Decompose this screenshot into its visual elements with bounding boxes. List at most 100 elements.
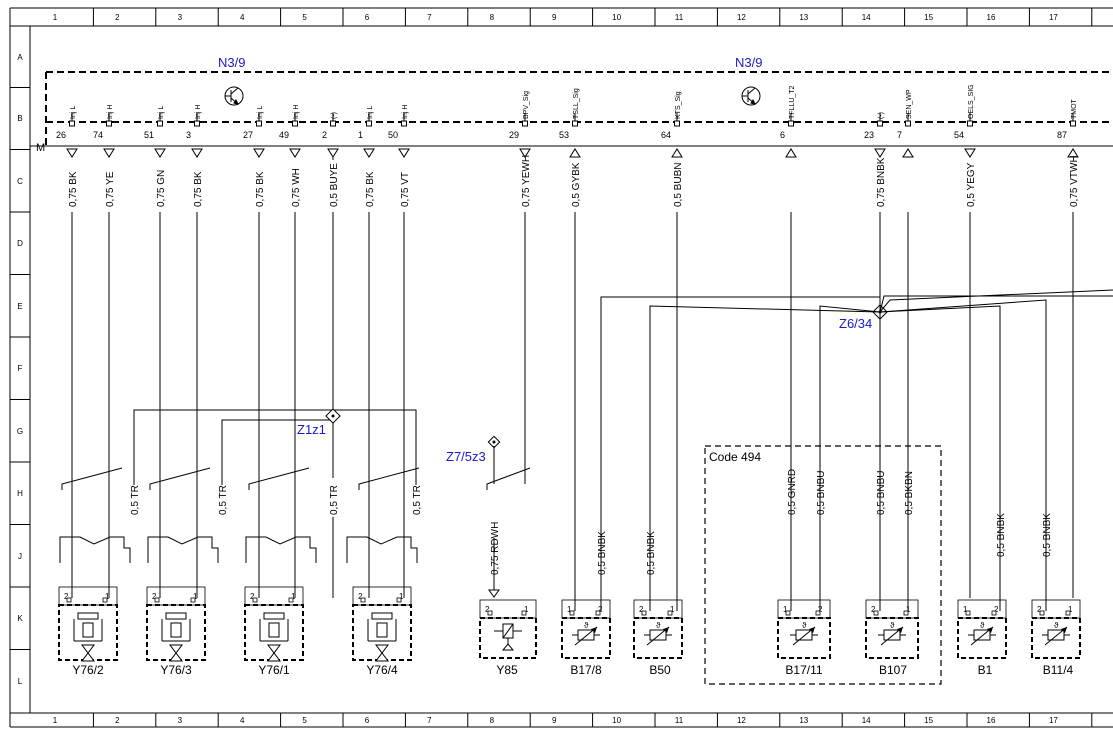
shield-line xyxy=(486,467,531,490)
wire-label: 0,5 BUYE xyxy=(329,163,340,207)
connector-pin xyxy=(674,120,680,127)
temperature-symbol: ϑ xyxy=(890,621,895,630)
grid-row-label: B xyxy=(17,114,22,123)
grid-row-label: J xyxy=(18,552,22,561)
grid-column-label: 9 xyxy=(552,716,557,725)
pin-signal-label: Inj H xyxy=(402,105,409,119)
grid-column-label: 3 xyxy=(178,13,183,22)
wire-segment xyxy=(879,305,1001,598)
arrow-out-icon xyxy=(488,589,500,598)
temperature-symbol: ϑ xyxy=(1054,621,1059,630)
connector-pin xyxy=(572,120,578,127)
arrow-out-icon xyxy=(191,148,203,158)
connector-pin xyxy=(106,120,112,127)
connector-pin xyxy=(905,120,911,127)
grid-row-label: A xyxy=(17,53,23,62)
component-pin xyxy=(785,610,791,616)
pin-number: 53 xyxy=(559,130,569,140)
option-box-label: Code 494 xyxy=(709,450,761,464)
component-pin-number: 2 xyxy=(152,592,157,601)
wire-label: 0,75 BK xyxy=(193,171,204,207)
grid-labels: 1122334455667788991010111112121313141415… xyxy=(10,8,1093,727)
wire-label: 0,75 WH xyxy=(291,168,302,207)
valve-icon xyxy=(501,643,515,651)
pin-signal-label: TFLLU_T2 xyxy=(789,85,796,119)
connector-pin xyxy=(256,120,262,127)
wire-label: 0,5 BNBK xyxy=(996,513,1007,557)
arrow-head xyxy=(897,627,903,633)
grid-column-label: 16 xyxy=(987,13,996,22)
component-label: Y76/2 xyxy=(72,663,104,677)
component-body xyxy=(633,617,683,659)
valve-icon xyxy=(81,644,95,654)
pin-number: 23 xyxy=(864,130,874,140)
component-pin xyxy=(288,597,294,603)
arrow-out-icon xyxy=(363,148,375,158)
arrow-out-icon xyxy=(398,148,410,158)
component-label: Y76/1 xyxy=(258,663,290,677)
wire-segment xyxy=(879,289,1113,313)
arrow-out-icon xyxy=(519,148,531,158)
wire-segment xyxy=(649,305,881,598)
grid-column-label: 4 xyxy=(240,716,245,725)
grid-column-label: 6 xyxy=(365,716,370,725)
diagram-frame xyxy=(9,7,1113,728)
splice-label-z1z1: Z1z1 xyxy=(297,422,326,437)
component-label: B1 xyxy=(978,663,993,677)
component-pin xyxy=(873,610,879,616)
component-body xyxy=(1031,617,1081,659)
wire-label: 0,5 GNRD xyxy=(787,469,798,515)
component-body xyxy=(865,617,919,659)
grid-row-label: L xyxy=(18,677,23,686)
arrow-out-icon xyxy=(103,148,115,158)
splice-dot xyxy=(331,414,335,418)
valve-icon xyxy=(169,652,183,662)
pin-signal-label: BPV_Sig xyxy=(523,91,530,119)
arrow-in-icon xyxy=(671,148,683,158)
grid-column-label: 13 xyxy=(799,716,808,725)
connector-pin xyxy=(157,120,163,127)
connector-pin xyxy=(401,120,407,127)
wire-label: 0,75 BK xyxy=(68,171,79,207)
grid-column-label: 1 xyxy=(53,13,58,22)
grid-column-label: 15 xyxy=(924,716,933,725)
component-pin-number: 1 xyxy=(399,592,404,601)
component-label: B17/8 xyxy=(570,663,602,677)
component-pin xyxy=(1065,610,1071,616)
grid-column-label: 14 xyxy=(862,13,871,22)
grid-column-label: 12 xyxy=(737,13,746,22)
wire-label: 0,5 YEGY xyxy=(966,162,977,207)
pin-number: 6 xyxy=(780,130,785,140)
component-pin-number: 2 xyxy=(994,605,999,614)
pin-number: 1 xyxy=(358,130,363,140)
ground-label: M xyxy=(36,142,45,154)
pin-signal-label: Inj L xyxy=(158,106,165,119)
pin-number: 49 xyxy=(279,130,289,140)
temperature-symbol: ϑ xyxy=(802,621,807,630)
grid-row-label: E xyxy=(17,302,22,311)
control-unit-box xyxy=(30,71,1113,147)
pin-number: 7 xyxy=(897,130,902,140)
wire-label: 0,75 BK xyxy=(365,171,376,207)
component-pin-number: 2 xyxy=(250,592,255,601)
arrow-out-icon xyxy=(327,148,339,158)
solenoid-icon xyxy=(165,612,187,620)
wire-label: 0,75 VT xyxy=(400,172,411,207)
grid-column-label: 10 xyxy=(612,13,621,22)
shield-line xyxy=(248,467,310,490)
component-pin xyxy=(595,610,601,616)
pin-number: 50 xyxy=(388,130,398,140)
connector-pin xyxy=(967,120,973,127)
pin-signal-label: (-) xyxy=(878,112,885,119)
grid-row-label: F xyxy=(18,364,23,373)
pin-number: 2 xyxy=(322,130,327,140)
solenoid-icon xyxy=(77,612,99,620)
component-pin-number: 1 xyxy=(963,605,968,614)
grid-row-label: C xyxy=(17,177,23,186)
pin-signal-label: Inj H xyxy=(195,105,202,119)
grid-column-label: 7 xyxy=(427,13,432,22)
